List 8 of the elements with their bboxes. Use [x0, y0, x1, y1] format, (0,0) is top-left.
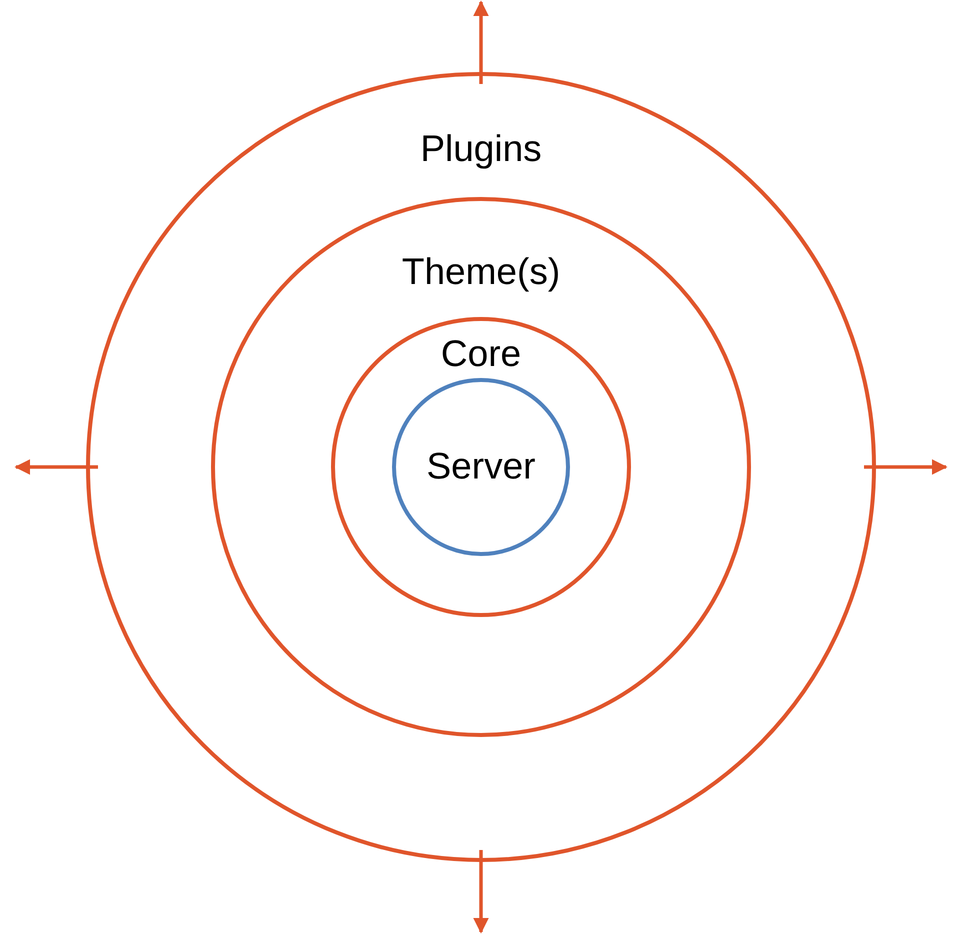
ring-label: Plugins [420, 128, 542, 171]
outer-ring [86, 72, 876, 862]
inner-ring [331, 317, 631, 617]
ring-label: Core [440, 333, 522, 376]
center-circle [392, 378, 570, 556]
middle-ring [211, 197, 751, 737]
ring-label: Theme(s) [402, 251, 560, 294]
ring-label: Server [426, 446, 536, 488]
